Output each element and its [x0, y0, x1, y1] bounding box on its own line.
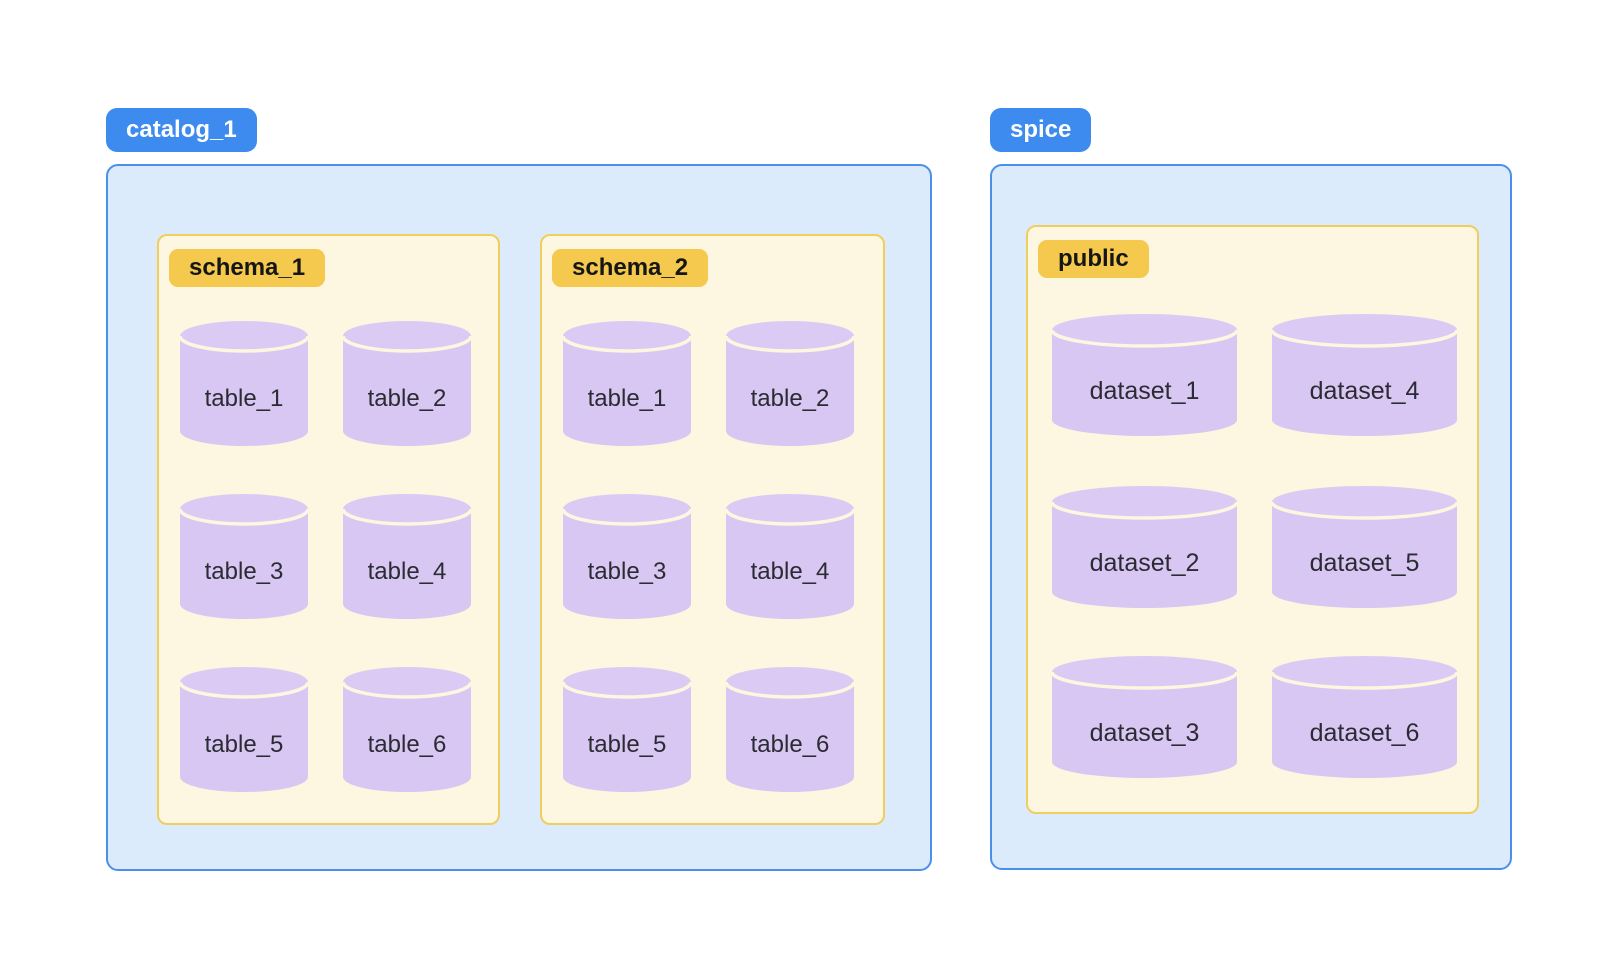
dataset-cylinder: dataset_5	[1272, 486, 1457, 608]
table-label: table_1	[204, 384, 284, 412]
dataset-label: dataset_6	[1309, 718, 1420, 747]
dataset-cylinder: dataset_2	[1052, 486, 1237, 608]
table-cylinder: table_1	[563, 321, 691, 446]
table-label: table_4	[750, 557, 830, 585]
table-label: table_4	[367, 557, 447, 585]
public-badge: public	[1038, 240, 1149, 278]
dataset-label: dataset_2	[1089, 548, 1200, 577]
schema-1-section: schema_1 table_1 table_2 table_3	[157, 234, 500, 825]
table-label: table_3	[204, 557, 284, 585]
table-cylinder: table_5	[563, 667, 691, 792]
database-cylinder-icon	[343, 494, 471, 619]
catalog-badge: catalog_1	[106, 108, 257, 152]
database-cylinder-icon	[180, 494, 308, 619]
dataset-cylinder: dataset_3	[1052, 656, 1237, 778]
table-label: table_3	[587, 557, 667, 585]
dataset-label: dataset_1	[1089, 376, 1200, 405]
table-cylinder: table_6	[726, 667, 854, 792]
table-label: table_5	[204, 730, 284, 758]
dataset-cylinder: dataset_6	[1272, 656, 1457, 778]
database-cylinder-icon	[563, 321, 691, 446]
spice-container: public dataset_1 dataset_4 datase	[990, 164, 1512, 870]
database-cylinder-icon	[343, 667, 471, 792]
table-cylinder: table_1	[180, 321, 308, 446]
database-cylinder-icon	[1052, 486, 1237, 608]
table-cylinder: table_2	[343, 321, 471, 446]
schema-1-badge: schema_1	[169, 249, 326, 287]
table-label: table_1	[587, 384, 667, 412]
database-cylinder-icon	[1052, 314, 1237, 436]
table-label: table_6	[750, 730, 830, 758]
table-cylinder: table_4	[343, 494, 471, 619]
table-cylinder: table_5	[180, 667, 308, 792]
database-cylinder-icon	[563, 494, 691, 619]
catalog-container: schema_1 table_1 table_2 table_3	[106, 164, 932, 871]
database-cylinder-icon	[1052, 656, 1237, 778]
table-label: table_5	[587, 730, 667, 758]
database-cylinder-icon	[1272, 486, 1457, 608]
table-label: table_6	[367, 730, 447, 758]
database-cylinder-icon	[1272, 656, 1457, 778]
dataset-label: dataset_4	[1309, 376, 1420, 405]
schema-2-badge: schema_2	[552, 249, 709, 287]
table-cylinder: table_4	[726, 494, 854, 619]
table-cylinder: table_6	[343, 667, 471, 792]
database-cylinder-icon	[180, 667, 308, 792]
spice-badge: spice	[990, 108, 1092, 152]
table-cylinder: table_3	[180, 494, 308, 619]
database-cylinder-icon	[343, 321, 471, 446]
dataset-cylinder: dataset_4	[1272, 314, 1457, 436]
database-cylinder-icon	[726, 667, 854, 792]
dataset-label: dataset_3	[1089, 718, 1200, 747]
database-cylinder-icon	[726, 494, 854, 619]
public-section: public dataset_1 dataset_4 datase	[1026, 225, 1479, 814]
table-label: table_2	[367, 384, 447, 412]
schema-2-section: schema_2 table_1 table_2 table_3	[540, 234, 885, 825]
table-cylinder: table_3	[563, 494, 691, 619]
database-cylinder-icon	[1272, 314, 1457, 436]
database-cylinder-icon	[563, 667, 691, 792]
database-cylinder-icon	[726, 321, 854, 446]
dataset-cylinder: dataset_1	[1052, 314, 1237, 436]
dataset-label: dataset_5	[1309, 548, 1420, 577]
table-label: table_2	[750, 384, 830, 412]
table-cylinder: table_2	[726, 321, 854, 446]
database-cylinder-icon	[180, 321, 308, 446]
